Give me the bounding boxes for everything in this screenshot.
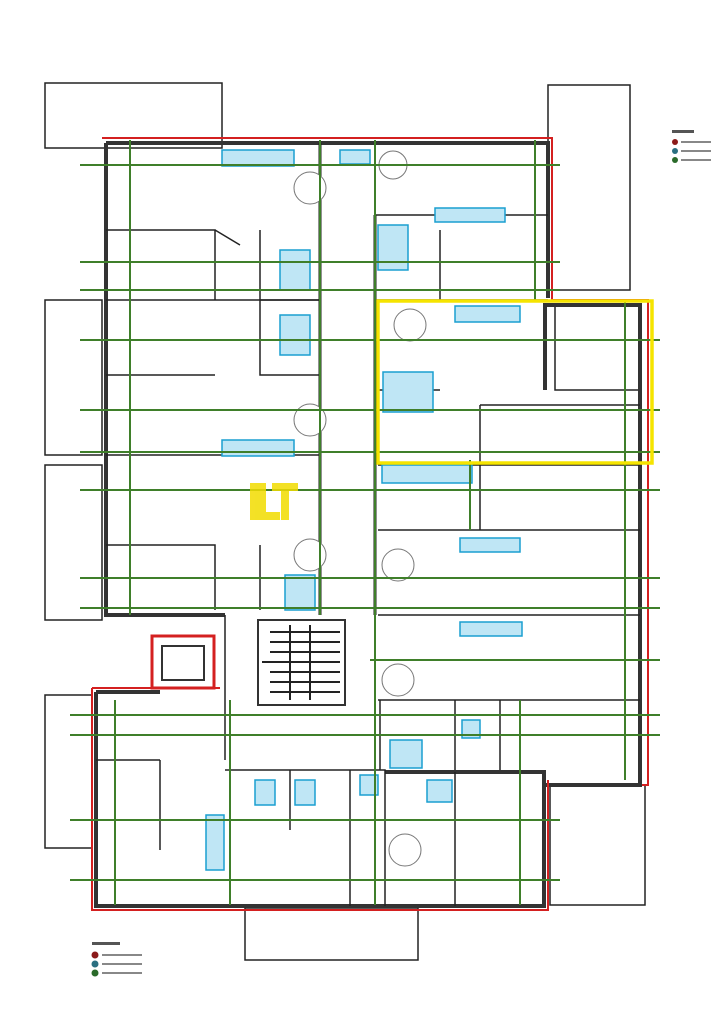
spiral-stair-icon: [293, 403, 327, 437]
kitchen-counter: [459, 537, 521, 553]
bathroom-fixtures: [359, 774, 379, 796]
kitchen-counter: [434, 207, 506, 223]
stairwell: [150, 619, 346, 706]
balcony-left-2: [44, 464, 103, 621]
elevator-car: [161, 645, 205, 681]
legend-marker-green: [672, 157, 678, 163]
legend-marker-blue: [672, 148, 678, 154]
balcony-top-left: [44, 82, 223, 149]
legend-marker-green: [91, 969, 99, 977]
legend-marker-blue: [91, 960, 99, 968]
balcony-bottom: [244, 907, 419, 961]
bathroom-fixtures: [461, 719, 481, 739]
kitchen-counter: [339, 149, 371, 165]
balcony-bottom-right: [549, 784, 646, 906]
bathroom-fixtures: [279, 249, 311, 291]
legend-top-right: [672, 130, 711, 163]
exterior-wall-lower: [94, 692, 546, 908]
kitchen-counter: [205, 814, 225, 871]
spiral-stair-icon: [381, 548, 415, 582]
legend-marker-red: [672, 139, 678, 145]
kitchen-counter: [221, 439, 295, 457]
balcony-left-3: [44, 694, 93, 849]
watermark-logo: [250, 483, 298, 520]
spiral-stair-icon: [393, 308, 427, 342]
kitchen-counter: [459, 621, 523, 637]
bath: [381, 464, 473, 484]
spiral-stair-icon: [381, 663, 415, 697]
spiral-stair-icon: [293, 171, 327, 205]
kitchen-counter: [454, 305, 521, 323]
bathroom-fixtures: [279, 314, 311, 356]
balcony-right-mid: [554, 304, 641, 391]
balcony-top-right: [547, 84, 631, 291]
shower: [377, 224, 409, 271]
grid-lines: [70, 140, 660, 905]
legend-marker-red: [91, 951, 99, 959]
bathroom-fixtures: [294, 779, 316, 806]
legend-bottom-left: [91, 942, 142, 977]
shower: [426, 779, 453, 803]
balconies: [44, 82, 646, 961]
exterior-wall-right: [543, 303, 642, 787]
spiral-stair-icon: [293, 538, 327, 572]
kitchen-counter: [221, 149, 295, 167]
bathroom-fixtures: [284, 574, 316, 611]
balcony-left-1: [44, 299, 103, 456]
selected-apartment-highlight: [376, 299, 654, 465]
shower: [389, 739, 423, 769]
spiral-stairs: [293, 150, 427, 867]
shower: [382, 371, 434, 413]
spiral-stair-icon: [388, 833, 422, 867]
bathroom-fixtures: [254, 779, 276, 806]
